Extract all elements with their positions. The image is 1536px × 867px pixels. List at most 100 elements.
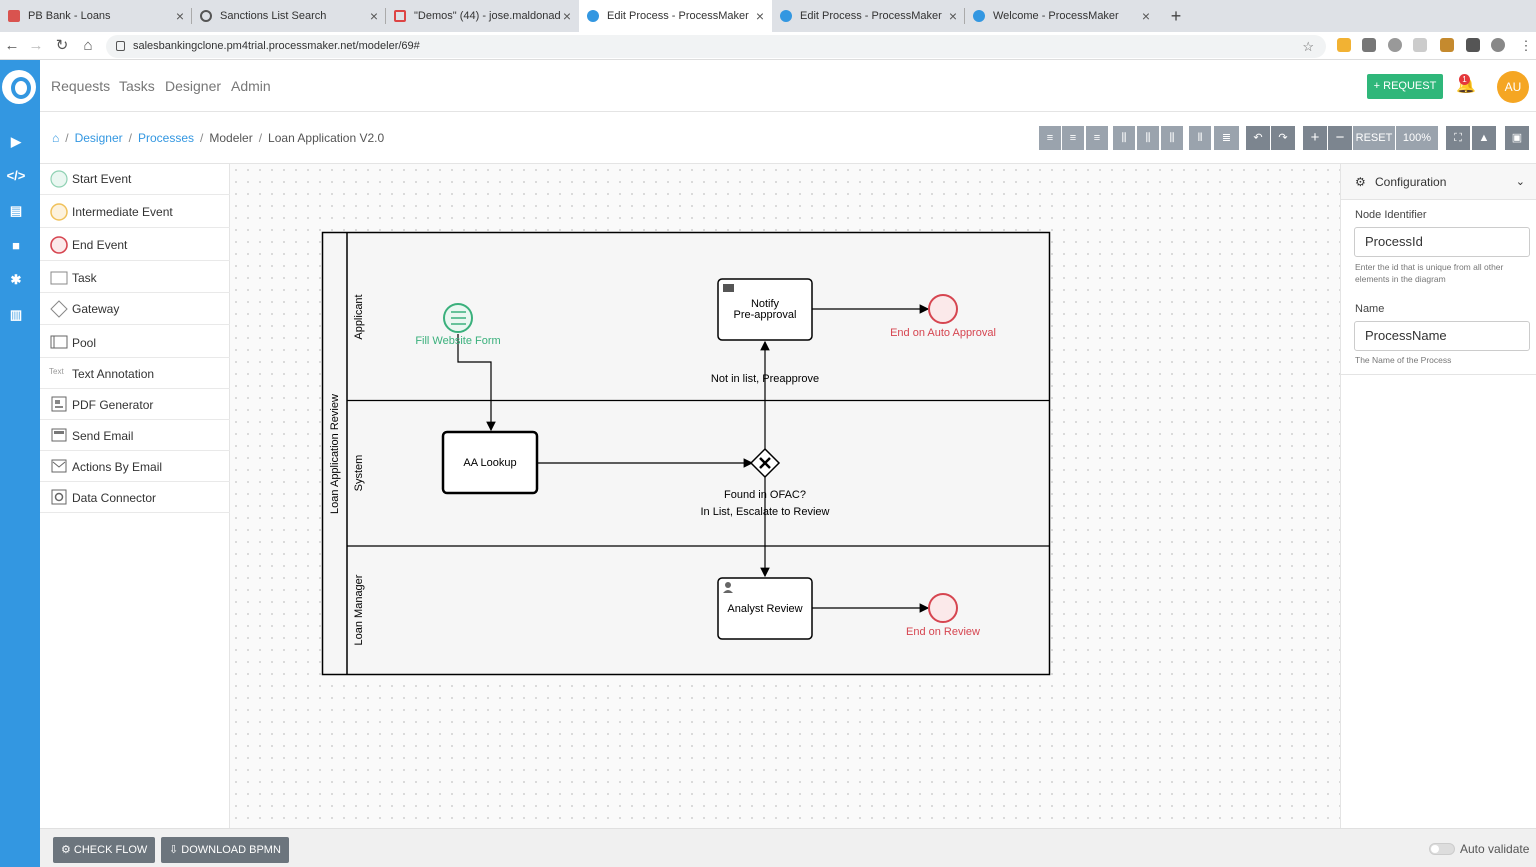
extension-icon[interactable] [1440,38,1454,52]
control-gateway[interactable]: Gateway [40,293,230,325]
forward-icon[interactable]: → [28,37,44,54]
control-actions-by-email[interactable]: Actions By Email [40,451,230,482]
document-icon[interactable]: ▤ [9,203,23,218]
breadcrumb-designer[interactable]: Designer [74,131,123,145]
gateway-found-in-ofac[interactable]: Found in OFAC? [724,447,806,501]
control-data-connector[interactable]: Data Connector [40,482,230,513]
align-bottom-icon[interactable]: ⫼ [1113,126,1135,150]
lane-label-system: System [353,455,365,492]
minimap-icon[interactable]: ▲ [1472,126,1496,150]
align-left-icon[interactable]: ≡ [1039,126,1061,150]
check-flow-button[interactable]: ⚙ CHECK FLOW [53,837,156,863]
gear-icon[interactable]: ✱ [10,272,22,287]
end-event-auto-approval[interactable]: End on Auto Approval [890,294,996,339]
control-send-email[interactable]: Send Email [40,420,230,451]
processmaker-logo[interactable] [2,70,36,104]
home-icon[interactable]: ⌂ [83,37,93,54]
control-end-event[interactable]: End Event [40,228,230,261]
more-menu-icon[interactable]: ⋮ [1519,38,1533,53]
end-event-icon [50,236,68,254]
data-connector-icon [51,489,67,505]
browser-tab[interactable]: "Demos" (44) - jose.maldonad × [386,0,579,32]
modeler-canvas[interactable]: Loan Application Review Applicant System… [230,164,1340,828]
url-field[interactable]: salesbankingclone.pm4trial.processmaker.… [106,35,1326,58]
home-icon[interactable]: ⌂ [52,131,60,145]
task-aa-lookup[interactable]: AA Lookup [441,430,539,495]
control-task[interactable]: Task [40,261,230,293]
align-top-icon[interactable]: ⫼ [1161,126,1183,150]
fit-screen-icon[interactable]: ⛶ [1446,126,1470,150]
auto-validate-label: Auto validate [1460,842,1530,856]
task-notify-pre-approval[interactable]: Notify Pre-approval [717,278,813,341]
pdf-generator-icon [51,396,67,412]
lane-label-loan-manager: Loan Manager [353,574,365,645]
close-tab-icon[interactable]: × [948,8,957,24]
play-icon[interactable]: ▶ [11,134,21,149]
file-icon[interactable]: ▥ [9,307,23,322]
close-tab-icon[interactable]: × [755,8,764,24]
reload-icon[interactable]: ↻ [55,37,69,54]
distribute-vertical-icon[interactable]: ≣ [1214,126,1239,150]
control-text-annotation[interactable]: Text Text Annotation [40,358,230,389]
close-tab-icon[interactable]: × [369,8,378,24]
control-pdf-generator[interactable]: PDF Generator [40,389,230,420]
browser-tab[interactable]: Edit Process - ProcessMaker × [772,0,965,32]
extension-icon[interactable] [1388,38,1402,52]
bookmark-star-icon[interactable]: ☆ [1302,39,1314,54]
close-tab-icon[interactable]: × [562,8,571,24]
node-identifier-input[interactable]: ProcessId [1354,227,1530,257]
zoom-level: 100% [1396,126,1438,150]
menu-requests[interactable]: Requests [51,78,111,94]
reset-zoom-button[interactable]: RESET [1353,126,1395,150]
code-icon[interactable]: </> [6,168,26,183]
back-icon[interactable]: ← [4,37,20,54]
save-icon[interactable]: ▣ [1505,126,1529,150]
node-identifier-help: Enter the id that is unique from all oth… [1355,262,1504,284]
menu-admin[interactable]: Admin [231,78,271,94]
undo-icon[interactable]: ↶ [1246,126,1270,150]
control-pool[interactable]: Pool [40,325,230,358]
align-right-icon[interactable]: ≡ [1086,126,1108,150]
align-center-icon[interactable]: ≡ [1062,126,1084,150]
align-middle-icon[interactable]: ⫼ [1137,126,1159,150]
lock-icon[interactable]: ■ [12,238,20,253]
name-input[interactable]: ProcessName [1354,321,1530,351]
new-tab-button[interactable]: + [1170,6,1182,26]
control-start-event[interactable]: Start Event [40,164,230,195]
breadcrumb-processes[interactable]: Processes [137,131,194,145]
task-analyst-review[interactable]: Analyst Review [717,577,813,640]
browser-tab[interactable]: Welcome - ProcessMaker × [965,0,1158,32]
breadcrumb-modeler: Modeler [209,131,253,145]
start-event-label: Fill Website Form [415,335,500,347]
globe-icon [200,10,212,22]
puzzle-icon[interactable] [1466,38,1480,52]
menu-designer[interactable]: Designer [165,78,222,94]
avatar[interactable]: AU [1497,71,1529,103]
extension-icon[interactable] [1337,38,1351,52]
extension-icon[interactable] [1362,38,1376,52]
browser-tab-active[interactable]: Edit Process - ProcessMaker × [579,0,772,32]
zoom-in-icon[interactable]: + [1303,126,1327,150]
start-event-fill-website-form[interactable]: Fill Website Form [415,303,501,347]
menu-tasks[interactable]: Tasks [119,78,155,94]
close-tab-icon[interactable]: × [1141,8,1150,24]
browser-tab[interactable]: Sanctions List Search × [192,0,386,32]
auto-validate-toggle[interactable] [1429,843,1455,855]
end-event-review[interactable]: End on Review [906,593,980,638]
configuration-header[interactable]: ⚙ Configuration ⌄ [1341,164,1536,200]
download-bpmn-button[interactable]: ⇩ DOWNLOAD BPMN [161,837,289,863]
new-request-button[interactable]: + REQUEST [1367,74,1443,99]
zoom-out-icon[interactable]: − [1328,126,1352,150]
extension-icon[interactable] [1413,38,1427,52]
bpmn-diagram[interactable]: Loan Application Review Applicant System… [230,164,1340,828]
redo-icon[interactable]: ↷ [1271,126,1295,150]
tab-title: PB Bank - Loans [28,10,111,22]
close-tab-icon[interactable]: × [175,8,184,24]
control-intermediate-event[interactable]: Intermediate Event [40,195,230,228]
distribute-horizontal-icon[interactable]: ⫴ [1189,126,1211,150]
chevron-down-icon[interactable]: ⌄ [1515,176,1525,188]
sequence-flow[interactable] [457,334,496,432]
modeler-bottom-bar: ⚙ CHECK FLOW ⇩ DOWNLOAD BPMN Auto valida… [40,828,1536,867]
browser-tab[interactable]: PB Bank - Loans × [0,0,192,32]
profile-icon[interactable] [1491,38,1505,52]
